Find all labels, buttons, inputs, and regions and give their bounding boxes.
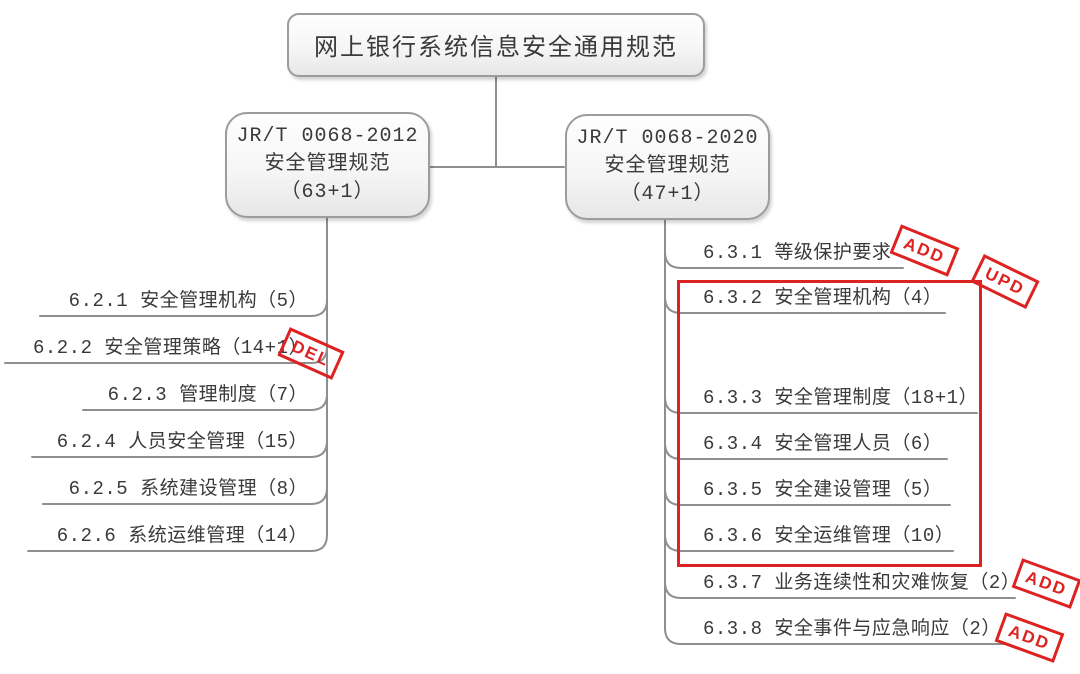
left-item-621: 6.2.1 安全管理机构（5）: [68, 290, 308, 312]
right-standard-node: JR/T 0068-2020 安全管理规范 （47+1）: [565, 114, 770, 220]
right-standard-code: JR/T 0068-2020: [576, 127, 759, 150]
right-item-636: 6.3.6 安全运维管理（10）: [703, 525, 955, 547]
right-branch-line: [664, 396, 978, 414]
right-branch-line: [664, 534, 954, 552]
right-item-632: 6.3.2 安全管理机构（4）: [703, 287, 943, 309]
right-branch-line: [664, 296, 946, 314]
left-branch-line: [31, 440, 328, 458]
right-trunk: [664, 219, 682, 645]
right-standard-count: （47+1）: [620, 183, 715, 206]
right-branch-line: [664, 488, 951, 506]
right-item-631: 6.3.1 等级保护要求: [703, 242, 892, 264]
right-item-637: 6.3.7 业务连续性和灾难恢复（2）: [703, 572, 1021, 594]
root-node-title: 网上银行系统信息安全通用规范: [314, 36, 678, 63]
left-item-624: 6.2.4 人员安全管理（15）: [56, 431, 308, 453]
left-item-625: 6.2.5 系统建设管理（8）: [68, 478, 308, 500]
right-branch-line: [664, 442, 948, 460]
right-item-634: 6.3.4 安全管理人员（6）: [703, 433, 943, 455]
root-connector: [428, 76, 565, 168]
left-item-626: 6.2.6 系统运维管理（14）: [56, 525, 308, 547]
left-standard-node: JR/T 0068-2012 安全管理规范 （63+1）: [225, 112, 430, 218]
left-item-623: 6.2.3 管理制度（7）: [107, 384, 308, 406]
right-standard-name: 安全管理规范: [604, 155, 731, 178]
left-branch-line: [39, 299, 328, 317]
right-branch-line: [664, 251, 904, 269]
left-standard-name: 安全管理规范: [264, 153, 391, 176]
left-branch-line: [42, 487, 328, 505]
left-item-622: 6.2.2 安全管理策略（14+1）: [32, 337, 308, 359]
right-item-638: 6.3.8 安全事件与应急响应（2）: [703, 618, 1001, 640]
right-branch-line: [664, 581, 1016, 599]
root-node: 网上银行系统信息安全通用规范: [287, 13, 705, 77]
left-standard-code: JR/T 0068-2012: [236, 125, 419, 148]
left-branch-line: [4, 346, 328, 364]
right-item-635: 6.3.5 安全建设管理（5）: [703, 479, 943, 501]
right-item-633: 6.3.3 安全管理制度（18+1）: [703, 387, 979, 409]
updated-section-highlight-box: [677, 280, 982, 567]
left-branch-line: [82, 393, 328, 411]
left-trunk: [310, 217, 328, 552]
left-standard-count: （63+1）: [280, 181, 375, 204]
